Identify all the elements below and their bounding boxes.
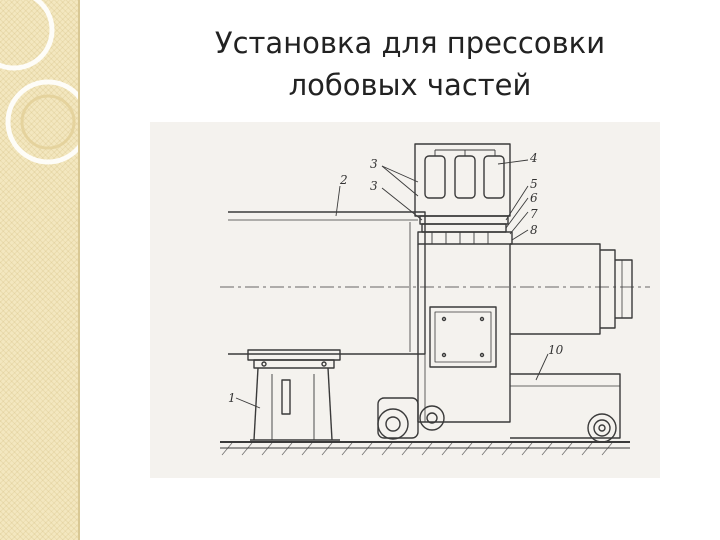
label-7: 7: [530, 207, 538, 221]
label-3b: 3: [370, 179, 378, 193]
label-4: 4: [529, 151, 538, 165]
sidebar-rings: [0, 0, 80, 165]
press-plates: [417, 215, 513, 245]
carriage: [377, 373, 621, 439]
title-line-1: Установка для прессовки: [214, 26, 606, 60]
sidebar-edge: [78, 0, 80, 540]
part-labels: 2 3 3 4 5 6 7 8 10 1: [228, 151, 564, 405]
technical-drawing: 2 3 3 4 5 6 7 8 10 1: [150, 122, 660, 478]
rotor-shaft: [510, 243, 633, 335]
upper-cabinet: [414, 143, 511, 217]
label-8: 8: [530, 223, 538, 237]
carriage-wheels: [377, 405, 617, 443]
label-6: 6: [530, 191, 538, 205]
support-stand: [247, 349, 341, 441]
label-5: 5: [530, 177, 538, 191]
label-1: 1: [228, 391, 236, 405]
title-line-2: лобовых частей: [288, 68, 532, 102]
press-column: [417, 244, 511, 423]
decorative-sidebar: [0, 0, 80, 540]
ground-hatch: [220, 441, 630, 456]
label-10: 10: [548, 343, 564, 357]
leader-lines: [235, 159, 549, 409]
label-3a: 3: [370, 157, 378, 171]
slide-title: Установка для прессовки лобовых частей: [160, 22, 660, 106]
stator-body: [228, 211, 426, 355]
press-installation-drawing: 2 3 3 4 5 6 7 8 10 1: [220, 143, 650, 456]
label-2: 2: [339, 173, 348, 187]
